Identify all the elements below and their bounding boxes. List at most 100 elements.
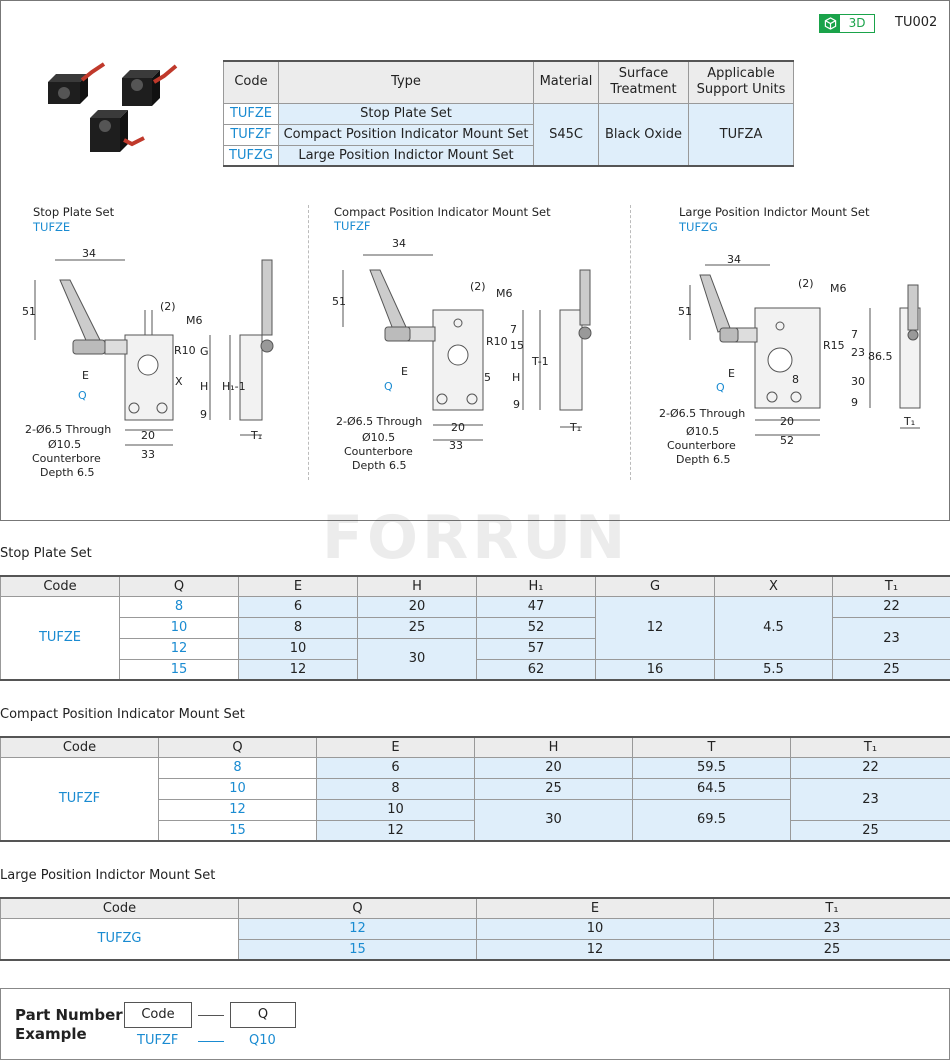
h1-value: 62 — [476, 658, 596, 681]
drawing-code-large[interactable]: TUFZG — [679, 220, 718, 234]
dim-label: 34 — [82, 247, 96, 260]
h1-value: 57 — [476, 637, 596, 660]
dim-label: E — [728, 367, 735, 380]
compact-mount-drawing: 34 51 (2) M6 R10 15 7 E 5 Q H T-1 9 2-Ø6… — [332, 237, 592, 472]
q-value[interactable]: 10 — [158, 777, 317, 800]
drawing-title-compact: Compact Position Indicator Mount Set — [334, 205, 551, 219]
q-value[interactable]: 15 — [158, 819, 317, 842]
part-number-title-line2: Example — [15, 1025, 87, 1043]
support-cell: TUFZA — [688, 102, 794, 167]
drawing-code-stop[interactable]: TUFZE — [33, 220, 71, 234]
dim-label: 52 — [780, 434, 794, 447]
dim-label: H₁-1 — [222, 380, 246, 393]
t1-value: 23 — [832, 616, 950, 660]
dim-label: 33 — [141, 448, 155, 461]
x-value: 4.5 — [714, 595, 833, 660]
brand-watermark: FORRUN — [322, 503, 630, 573]
type-cell: Large Position Indictor Mount Set — [278, 144, 534, 167]
dim-label: G — [200, 345, 209, 358]
q-value[interactable]: 12 — [238, 917, 477, 940]
pn-q-cell: Q — [230, 1002, 296, 1028]
table-row: TUFZE 8 6 20 47 12 4.5 22 — [0, 595, 950, 681]
col-header: T₁ — [713, 897, 950, 919]
dim-label: Ø10.5 — [686, 425, 719, 438]
pn-separator — [198, 1041, 224, 1042]
3d-label: 3D — [848, 16, 866, 30]
dim-label: 8 — [792, 373, 799, 386]
table-row: 12 10 30 57 — [1, 637, 950, 681]
dim-label: X — [175, 375, 183, 388]
col-header: T₁ — [790, 736, 950, 758]
dim-label: 51 — [332, 295, 346, 308]
dim-label: Counterbore — [344, 445, 413, 458]
dim-label: Q — [384, 380, 393, 393]
col-header: Q — [119, 575, 239, 597]
drawing-code-compact[interactable]: TUFZF — [334, 219, 371, 233]
code-link[interactable]: TUFZG — [0, 917, 239, 961]
q-value[interactable]: 12 — [158, 798, 317, 821]
pn-code-cell: Code — [124, 1002, 192, 1028]
3d-model-button[interactable]: 3D — [819, 14, 875, 33]
dim-label: Counterbore — [32, 452, 101, 465]
col-header: H — [474, 736, 633, 758]
dim-label: T₁ — [250, 429, 262, 442]
document-id: TU002 — [895, 15, 938, 30]
t1-value: 22 — [832, 595, 950, 618]
q-value[interactable]: 15 — [119, 658, 239, 681]
drawing-title-stop: Stop Plate Set — [33, 205, 115, 219]
code-link[interactable]: TUFZE — [0, 595, 120, 681]
dim-label: 15 — [510, 339, 524, 352]
dim-label: 9 — [851, 396, 858, 409]
dim-label: T₁ — [903, 415, 915, 428]
section-title: Stop Plate Set — [0, 546, 92, 561]
h-value: 20 — [357, 595, 477, 618]
g-value: 12 — [595, 595, 715, 660]
table-row: TUFZG 12 10 23 — [0, 917, 950, 961]
col-header: Code — [0, 575, 120, 597]
surface-cell: Black Oxide — [598, 102, 689, 167]
col-header-support: Applicable Support Units — [688, 60, 794, 104]
t1-value: 25 — [713, 938, 950, 961]
product-summary-table: Code Type Material Surface Treatment App… — [223, 60, 794, 167]
h1-value: 52 — [476, 616, 596, 639]
e-value: 12 — [316, 819, 475, 842]
type-cell: Stop Plate Set — [278, 102, 534, 125]
col-header-type: Type — [278, 60, 534, 104]
q-value[interactable]: 8 — [158, 756, 317, 779]
large-mount-drawing: 34 51 (2) M6 7 R15 23 86.5 E 8 30 Q 9 2-… — [659, 253, 921, 466]
h1-value: 47 — [476, 595, 596, 618]
dim-label: (2) — [470, 280, 486, 293]
q-value[interactable]: 10 — [119, 616, 239, 639]
dim-label: 2-Ø6.5 Through — [336, 415, 422, 428]
e-value: 10 — [238, 637, 358, 660]
dim-label: M6 — [496, 287, 513, 300]
q-value[interactable]: 12 — [119, 637, 239, 660]
t-value: 69.5 — [632, 798, 791, 842]
e-value: 8 — [316, 777, 475, 800]
t1-value: 25 — [790, 819, 950, 842]
section-title: Compact Position Indicator Mount Set — [0, 707, 245, 722]
code-link[interactable]: TUFZF — [223, 123, 279, 146]
compact-mount-table: Code Q E H T T₁ TUFZF 8 6 20 59.5 22 10 … — [0, 736, 950, 842]
stop-plate-drawing: 34 51 (2) M6 R10 G E X Q H H₁-1 9 2-Ø6.5… — [22, 247, 274, 479]
code-link[interactable]: TUFZG — [223, 144, 279, 167]
q-value[interactable]: 15 — [238, 938, 477, 961]
h-value: 20 — [474, 756, 633, 779]
drawing-separator — [308, 205, 309, 480]
dim-label: Depth 6.5 — [352, 459, 407, 472]
pn-example-q[interactable]: Q10 — [249, 1033, 276, 1048]
dim-label: M6 — [830, 282, 847, 295]
pn-separator — [198, 1015, 224, 1016]
h-value: 30 — [474, 798, 633, 842]
dim-label: M6 — [186, 314, 203, 327]
code-link[interactable]: TUFZE — [223, 102, 279, 125]
q-value[interactable]: 8 — [119, 595, 239, 618]
dim-label: 86.5 — [868, 350, 893, 363]
pn-example-code[interactable]: TUFZF — [137, 1033, 179, 1048]
h-value: 25 — [357, 616, 477, 639]
t-value: 59.5 — [632, 756, 791, 779]
code-link[interactable]: TUFZF — [0, 756, 159, 842]
col-header: T — [632, 736, 791, 758]
e-value: 6 — [238, 595, 358, 618]
dim-label: Counterbore — [667, 439, 736, 452]
